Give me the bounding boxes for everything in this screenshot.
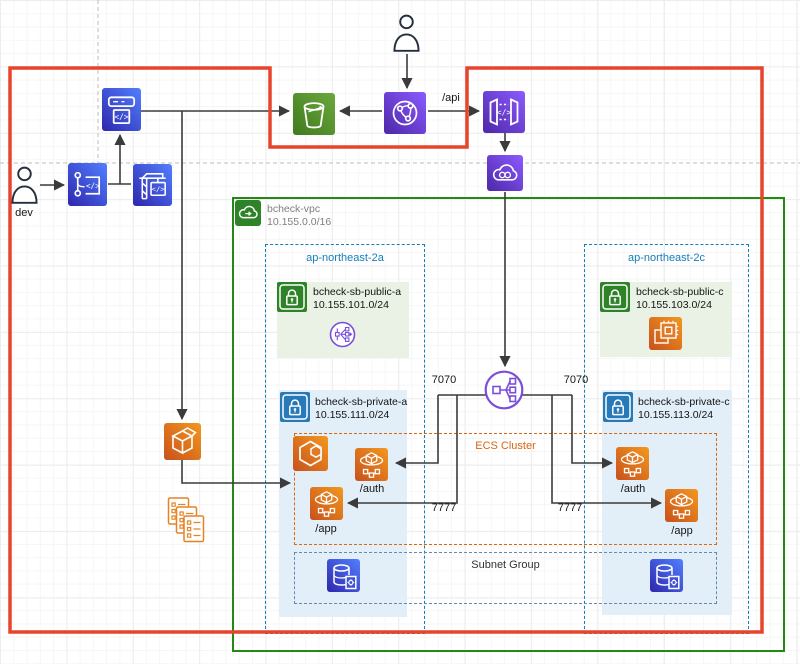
ecr-icon[interactable] — [164, 423, 201, 460]
subnet-private-c-cidr: 10.155.113.0/24 — [638, 408, 714, 421]
codecommit-icon[interactable]: </> — [68, 163, 107, 206]
codebuild-icon[interactable]: </> — [133, 164, 172, 206]
ecs-service-app-a-icon[interactable] — [310, 487, 343, 520]
port-7777-right-label: 7777 — [557, 502, 583, 514]
rds-instance-a-icon[interactable] — [327, 559, 360, 592]
subnet-private-a-name: bcheck-sb-private-a — [315, 396, 408, 408]
cloudfront-icon[interactable] — [384, 92, 426, 134]
subnet-private-c-name: bcheck-sb-private-c — [638, 396, 730, 408]
eni-icon[interactable] — [649, 317, 682, 350]
vpc-cidr: 10.155.0.0/16 — [267, 215, 332, 228]
alb-icon[interactable] — [484, 370, 524, 410]
service-auth-c-label: /auth — [620, 483, 646, 495]
svg-text:</>: </> — [497, 108, 512, 117]
az-a-label: ap-northeast-2a — [306, 252, 384, 264]
ecs-service-app-c-icon[interactable] — [665, 489, 698, 522]
codedeploy-icon[interactable]: </> — [102, 88, 141, 131]
svg-text:</>: </> — [114, 113, 128, 122]
port-7777-left-label: 7777 — [431, 502, 457, 514]
dev-user-label: dev — [15, 207, 33, 219]
subnet-public-c-cidr: 10.155.103.0/24 — [636, 298, 712, 311]
dev-user-icon[interactable] — [11, 164, 38, 206]
ecs-icon[interactable] — [293, 436, 328, 471]
public-subnet-lock-icon — [600, 282, 630, 312]
api-gateway-icon[interactable]: </> — [483, 91, 525, 133]
svg-text:</>: </> — [151, 185, 165, 194]
api-path-label: /api — [442, 92, 460, 104]
subnet-private-a-cidr: 10.155.111.0/24 — [315, 408, 390, 421]
alb-node-icon[interactable] — [329, 321, 356, 348]
ecs-service-auth-c-icon[interactable] — [616, 447, 649, 480]
service-app-c-label: /app — [671, 525, 693, 537]
az-c-label: ap-northeast-2c — [627, 252, 706, 264]
internet-gateway-icon[interactable] — [487, 155, 523, 191]
s3-bucket-icon[interactable] — [293, 93, 335, 135]
end-user-icon[interactable] — [393, 13, 420, 53]
task-definitions-icon[interactable] — [167, 497, 205, 543]
ecs-service-auth-a-icon[interactable] — [355, 448, 388, 481]
rds-instance-c-icon[interactable] — [650, 559, 683, 592]
vpc-icon — [235, 200, 261, 226]
service-auth-a-label: /auth — [359, 483, 385, 495]
private-subnet-lock-icon — [280, 392, 310, 422]
vpc-name: bcheck-vpc — [267, 203, 321, 215]
public-subnet-lock-icon — [277, 282, 307, 312]
subnet-public-a-name: bcheck-sb-public-a — [313, 286, 402, 298]
service-app-a-label: /app — [315, 523, 337, 535]
port-7070-right-label: 7070 — [563, 374, 589, 386]
port-7070-left-label: 7070 — [431, 374, 457, 386]
svg-text:</>: </> — [86, 181, 100, 190]
subnet-public-c-name: bcheck-sb-public-c — [636, 286, 724, 298]
private-subnet-lock-icon — [603, 392, 633, 422]
subnet-public-a-cidr: 10.155.101.0/24 — [313, 298, 389, 311]
